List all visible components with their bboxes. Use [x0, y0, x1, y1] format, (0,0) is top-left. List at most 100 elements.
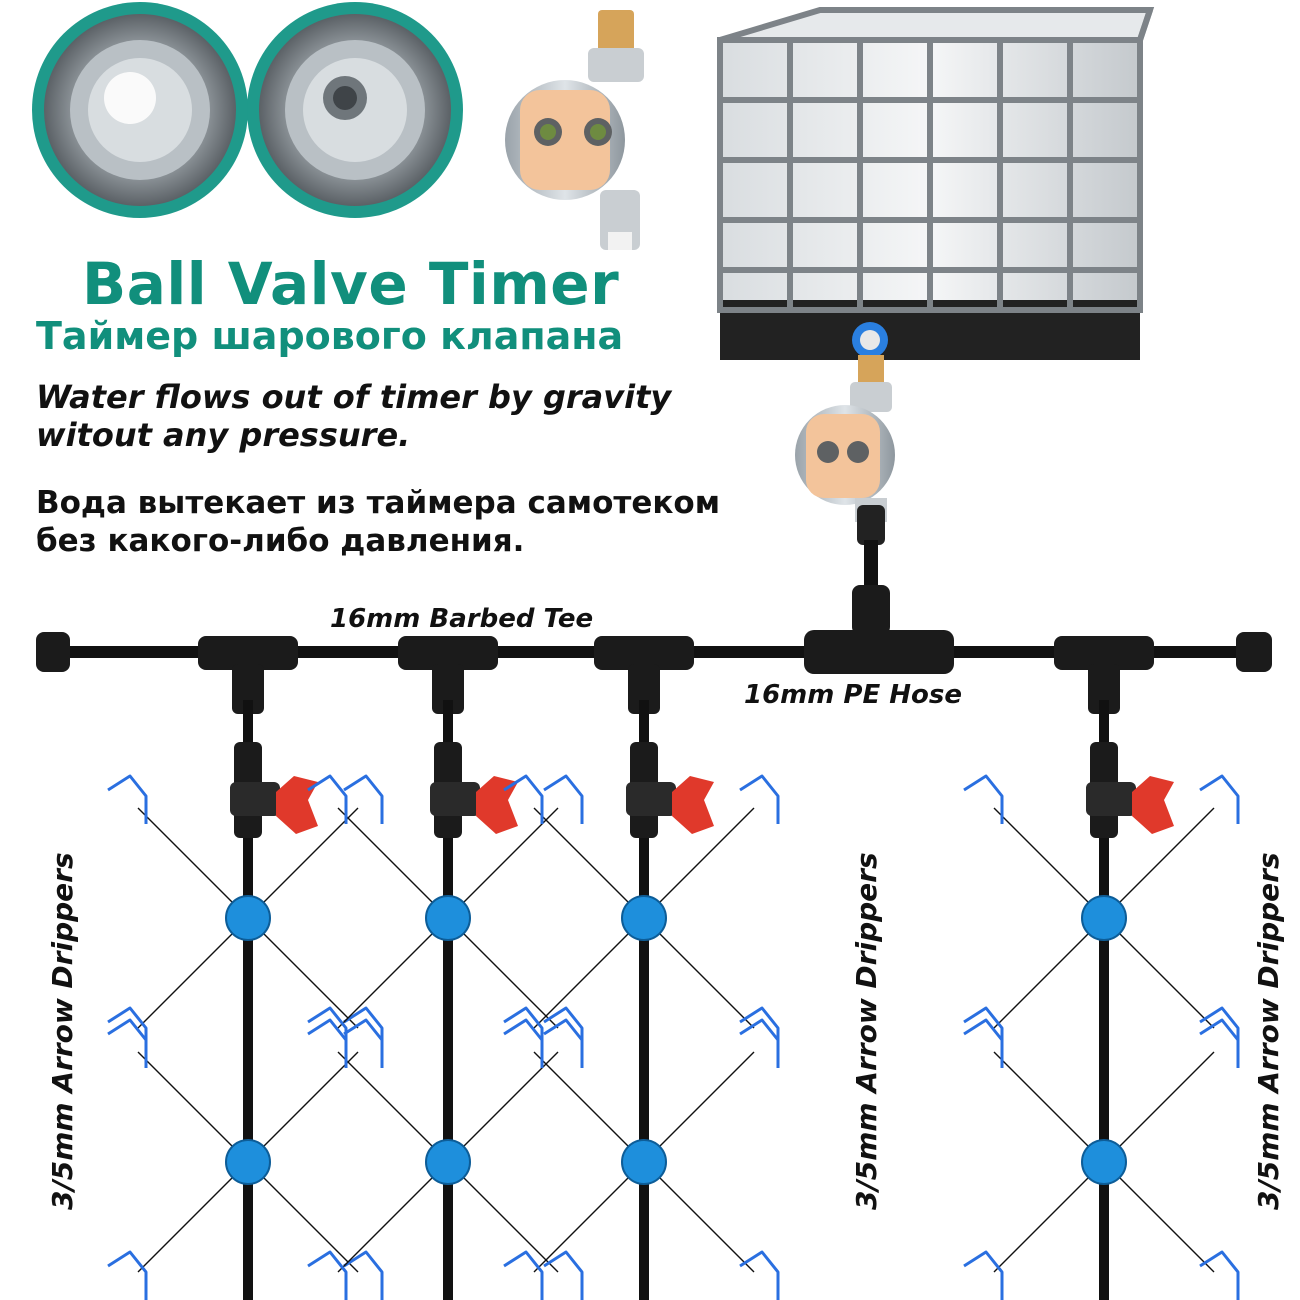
splitter-outline [225, 895, 271, 941]
splitter-outline [621, 1139, 667, 1185]
arrow-dripper-icon [1199, 774, 1240, 824]
splitter-icon [426, 1140, 470, 1184]
arrow-dripper-icon [107, 1250, 148, 1300]
branch-pipe [1099, 700, 1109, 1300]
arrow-dripper-icon [503, 1018, 544, 1068]
branch-pipe [443, 700, 453, 1300]
dripper-tube [533, 1051, 645, 1163]
dripper-tube [643, 917, 755, 1029]
description-english: Water flows out of timer by gravity wito… [36, 378, 671, 454]
splitter-outline [621, 895, 667, 941]
branch-pipe [243, 700, 253, 1300]
dripper-tube [137, 1051, 249, 1163]
arrow-dripper-icon [543, 774, 584, 824]
arrow-dripper-icon [963, 1250, 1004, 1300]
splitter-icon [426, 896, 470, 940]
dripper-tube [337, 807, 449, 919]
splitter-icon [1082, 1140, 1126, 1184]
splitter-icon [622, 1140, 666, 1184]
arrow-dripper-icon [107, 774, 148, 824]
arrow-dripper-icon [307, 774, 348, 824]
arrow-dripper-icon [107, 1018, 148, 1068]
arrow-dripper-icon [543, 1250, 584, 1300]
label-drippers-middle: 3/5mm Arrow Drippers [850, 852, 883, 1210]
dripper-tube [247, 1051, 359, 1163]
splitter-outline [1081, 1139, 1127, 1185]
dripper-tube [993, 807, 1105, 919]
arrow-dripper-icon [739, 1250, 780, 1300]
dripper-tube [643, 807, 755, 919]
arrow-dripper-icon [963, 1018, 1004, 1068]
arrow-dripper-icon [1199, 1250, 1240, 1300]
dripper-tube [247, 807, 359, 919]
branch-pipe [639, 700, 649, 1300]
ball-valve-closed-icon [32, 2, 248, 218]
splitter-icon [622, 896, 666, 940]
dripper-tube [533, 807, 645, 919]
dripper-tube [447, 1051, 559, 1163]
description-english-line-1: Water flows out of timer by gravity [36, 378, 672, 416]
arrow-dripper-icon [963, 774, 1004, 824]
description-russian: Вода вытекает из таймера самотеком без к… [36, 484, 720, 560]
arrow-dripper-icon [543, 1018, 584, 1068]
ibc-tank-icon [717, 7, 1155, 360]
tee-fitting-stem [432, 664, 464, 714]
arrow-dripper-icon [1199, 1018, 1240, 1068]
description-russian-line-1: Вода вытекает из таймера самотеком [36, 485, 721, 521]
valve-handle-icon [1132, 776, 1174, 834]
splitter-outline [425, 1139, 471, 1185]
tee-fitting-stem [232, 664, 264, 714]
dripper-tube [337, 917, 449, 1029]
splitter-icon [226, 896, 270, 940]
arrow-dripper-icon [343, 774, 384, 824]
timer-icon [505, 10, 644, 250]
tee-fitting-icon [398, 636, 498, 670]
valve-handle-icon [276, 776, 318, 834]
dripper-tube [137, 917, 249, 1029]
arrow-dripper-icon [503, 1250, 544, 1300]
splitter-outline [1081, 895, 1127, 941]
splitter-outline [225, 1139, 271, 1185]
shutoff-valve-body [430, 782, 480, 816]
dripper-tube [993, 917, 1105, 1029]
arrow-dripper-icon [739, 1018, 780, 1068]
splitter-icon [226, 1140, 270, 1184]
label-drippers-left: 3/5mm Arrow Drippers [46, 852, 79, 1210]
arrow-dripper-icon [503, 774, 544, 824]
description-russian-line-2: без какого-либо давления. [36, 523, 525, 559]
dripper-tube [643, 1051, 755, 1163]
shutoff-valve-body [230, 782, 280, 816]
dripper-tube [533, 917, 645, 1029]
ball-valve-open-icon [247, 2, 463, 218]
dripper-tube [447, 1161, 559, 1273]
arrow-dripper-icon [343, 1018, 384, 1068]
dripper-tube [247, 1161, 359, 1273]
dripper-tube [447, 807, 559, 919]
dripper-tube [337, 1051, 449, 1163]
dripper-tube [137, 1161, 249, 1273]
dripper-tube [993, 1051, 1105, 1163]
dripper-tube [1103, 807, 1215, 919]
tee-fitting-stem [628, 664, 660, 714]
tee-fitting-icon [1054, 636, 1154, 670]
label-drippers-right: 3/5mm Arrow Drippers [1252, 852, 1285, 1210]
dripper-tube [247, 917, 359, 1029]
dripper-tube [643, 1161, 755, 1273]
branch-lines [107, 636, 1240, 1300]
title-russian: Таймер шарового клапана [36, 314, 624, 358]
dripper-tube [1103, 917, 1215, 1029]
title-english: Ball Valve Timer [82, 250, 620, 318]
valve-handle-icon [476, 776, 518, 834]
feed-pipe [852, 505, 890, 635]
shutoff-valve-body [626, 782, 676, 816]
dripper-tube [533, 1161, 645, 1273]
dripper-tube [1103, 1161, 1215, 1273]
dripper-tube [447, 917, 559, 1029]
tee-fitting-stem [1088, 664, 1120, 714]
arrow-dripper-icon [343, 1250, 384, 1300]
tee-fitting-icon [198, 636, 298, 670]
label-barbed-tee: 16mm Barbed Tee [330, 604, 594, 634]
shutoff-valve-body [1086, 782, 1136, 816]
description-english-line-2: witout any pressure. [36, 416, 411, 454]
